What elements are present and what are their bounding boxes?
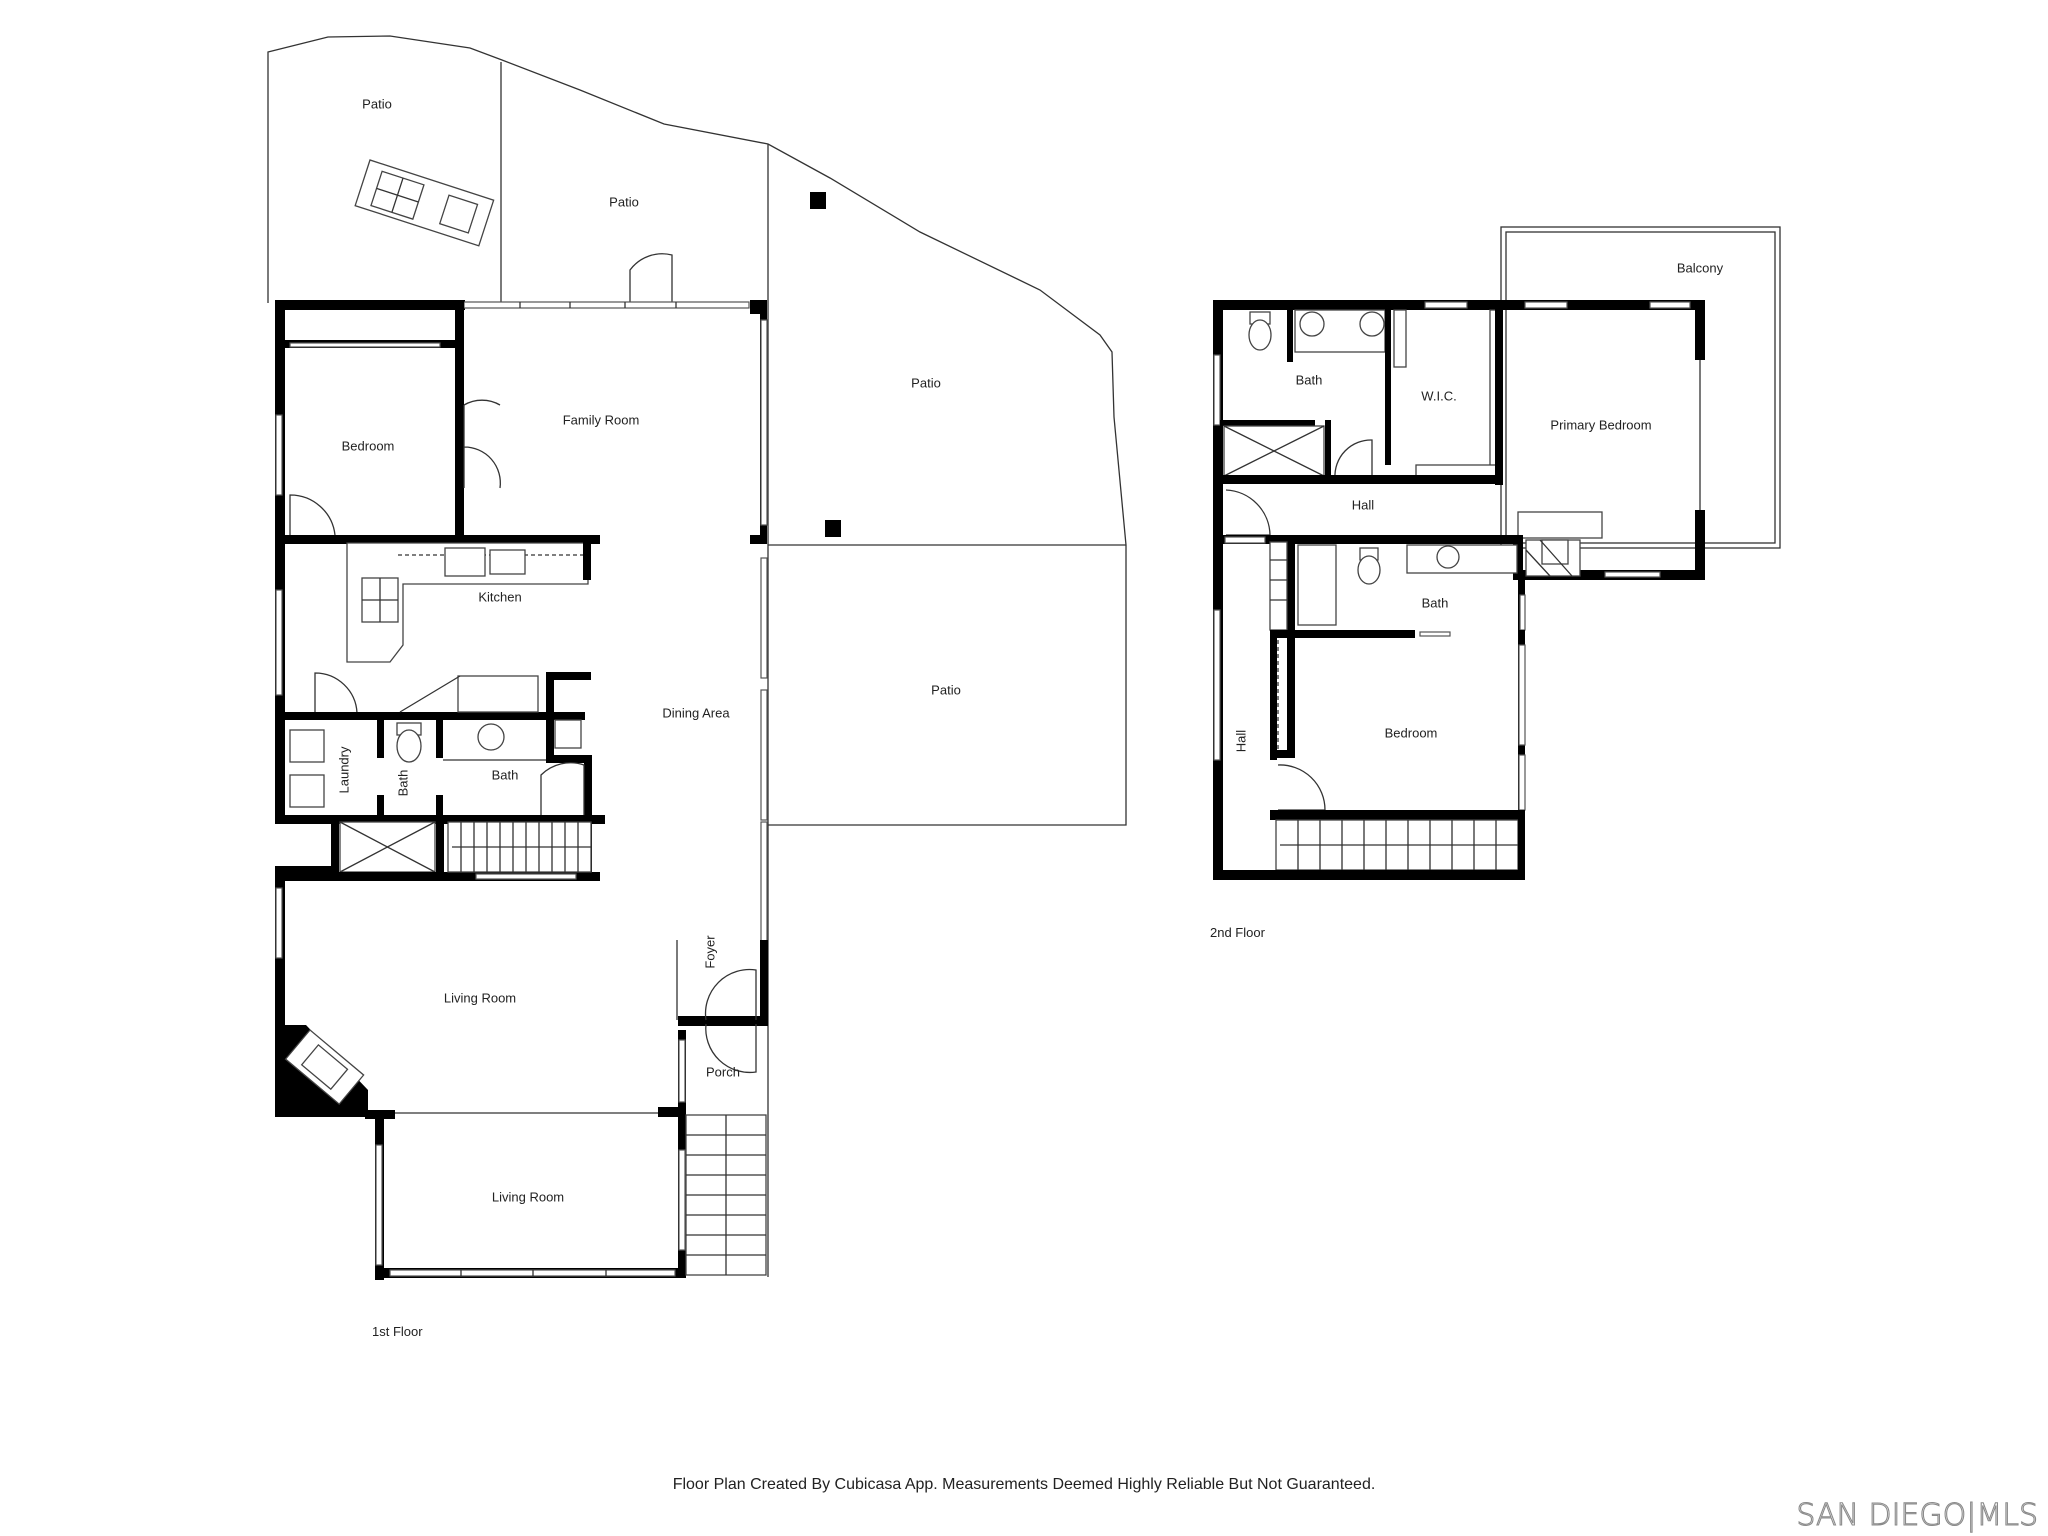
room-label-patio: Patio (609, 194, 639, 210)
room-label-patio: Patio (911, 375, 941, 391)
room-label-living-room: Living Room (491, 1189, 565, 1205)
room-label-kitchen: Kitchen (478, 589, 522, 605)
first-floor-drawing (267, 35, 1127, 1280)
room-label-patio: Patio (931, 682, 961, 698)
room-label-bath: Bath (1295, 372, 1323, 388)
fireplace-icon (284, 1029, 365, 1106)
mls-logo: SAN DIEGO|MLS (1796, 1497, 2039, 1533)
room-label-dining-area: Dining Area (662, 705, 730, 721)
room-label-balcony: Balcony (1676, 260, 1724, 276)
grill-island-icon (354, 159, 495, 247)
room-label-bath: Bath (395, 769, 411, 797)
floor-label-2nd: 2nd Floor (1210, 925, 1265, 940)
room-label-hall: Hall (1351, 497, 1375, 513)
room-label-hall: Hall (1233, 729, 1249, 753)
room-label-bedroom: Bedroom (341, 438, 395, 454)
room-label-porch: Porch (706, 1064, 740, 1080)
room-label-bath: Bath (491, 767, 519, 783)
upper-stairs-icon (1275, 819, 1519, 871)
room-label-laundry: Laundry (336, 746, 352, 794)
porch-stairs-icon (685, 1114, 767, 1276)
room-label-foyer: Foyer (702, 935, 718, 969)
fireplace-upper-icon (1513, 535, 1581, 580)
room-label-primary-bedroom: Primary Bedroom (1550, 417, 1652, 433)
stairs-icon (447, 821, 592, 873)
disclaimer-text: Floor Plan Created By Cubicasa App. Meas… (672, 1476, 1376, 1493)
room-label-wic: W.I.C. (1421, 388, 1457, 404)
patio-outline (267, 35, 1127, 826)
second-floor-drawing (1213, 226, 1781, 880)
room-label-family-room: Family Room (562, 412, 640, 428)
room-label-bedroom: Bedroom (1384, 725, 1438, 741)
room-label-bath: Bath (1421, 595, 1449, 611)
room-label-living-room: Living Room (443, 990, 517, 1006)
room-label-patio: Patio (362, 96, 392, 112)
floor-label-1st: 1st Floor (372, 1324, 423, 1339)
